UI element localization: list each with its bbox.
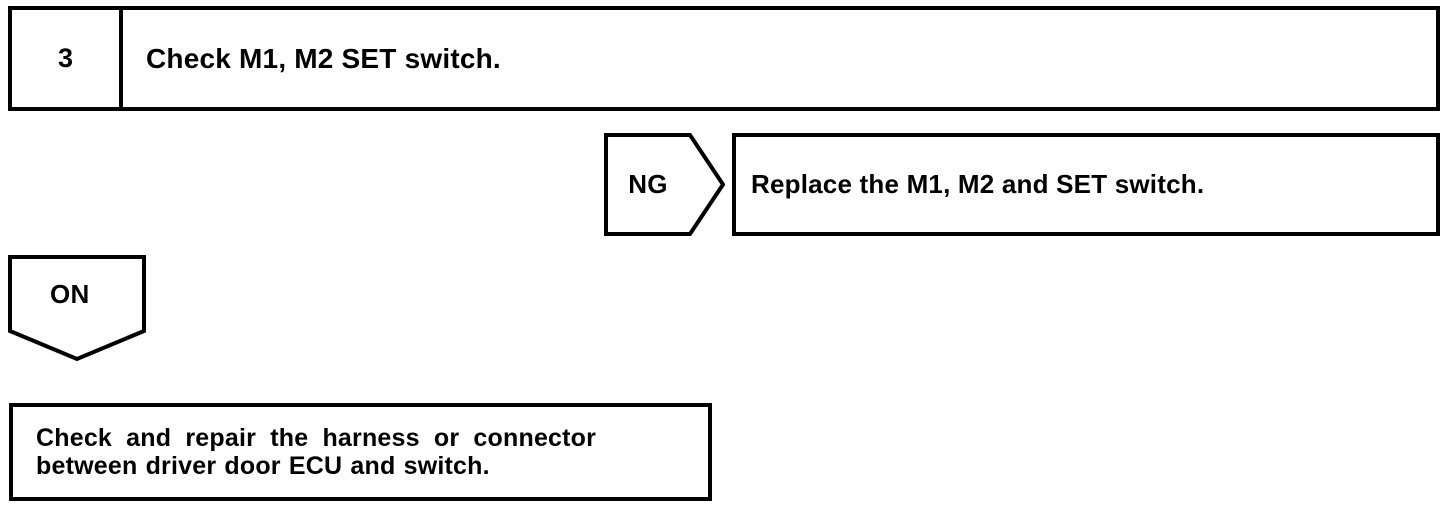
step-instruction: Check M1, M2 SET switch. bbox=[146, 42, 501, 74]
ng-branch-label: NG bbox=[628, 169, 668, 199]
pentagon-right-icon bbox=[604, 133, 725, 236]
step-number: 3 bbox=[57, 43, 74, 73]
ng-branch-arrow: NG bbox=[604, 133, 725, 236]
on-branch-arrow: ON bbox=[8, 255, 146, 362]
pentagon-down-icon bbox=[8, 255, 146, 362]
final-action-box: Check and repair the harness or connecto… bbox=[9, 403, 712, 501]
step-number-cell: 3 bbox=[12, 10, 123, 107]
final-action-line-1: Check and repair the harness or connecto… bbox=[36, 424, 597, 452]
final-action-line-2: between driver door ECU and switch. bbox=[36, 452, 490, 480]
ng-result-text: Replace the M1, M2 and SET switch. bbox=[751, 169, 1205, 199]
step-instruction-cell: Check M1, M2 SET switch. bbox=[123, 10, 1436, 107]
on-branch-label: ON bbox=[50, 278, 90, 309]
ng-result-box: Replace the M1, M2 and SET switch. bbox=[732, 133, 1440, 236]
step-row: 3 Check M1, M2 SET switch. bbox=[8, 6, 1440, 111]
